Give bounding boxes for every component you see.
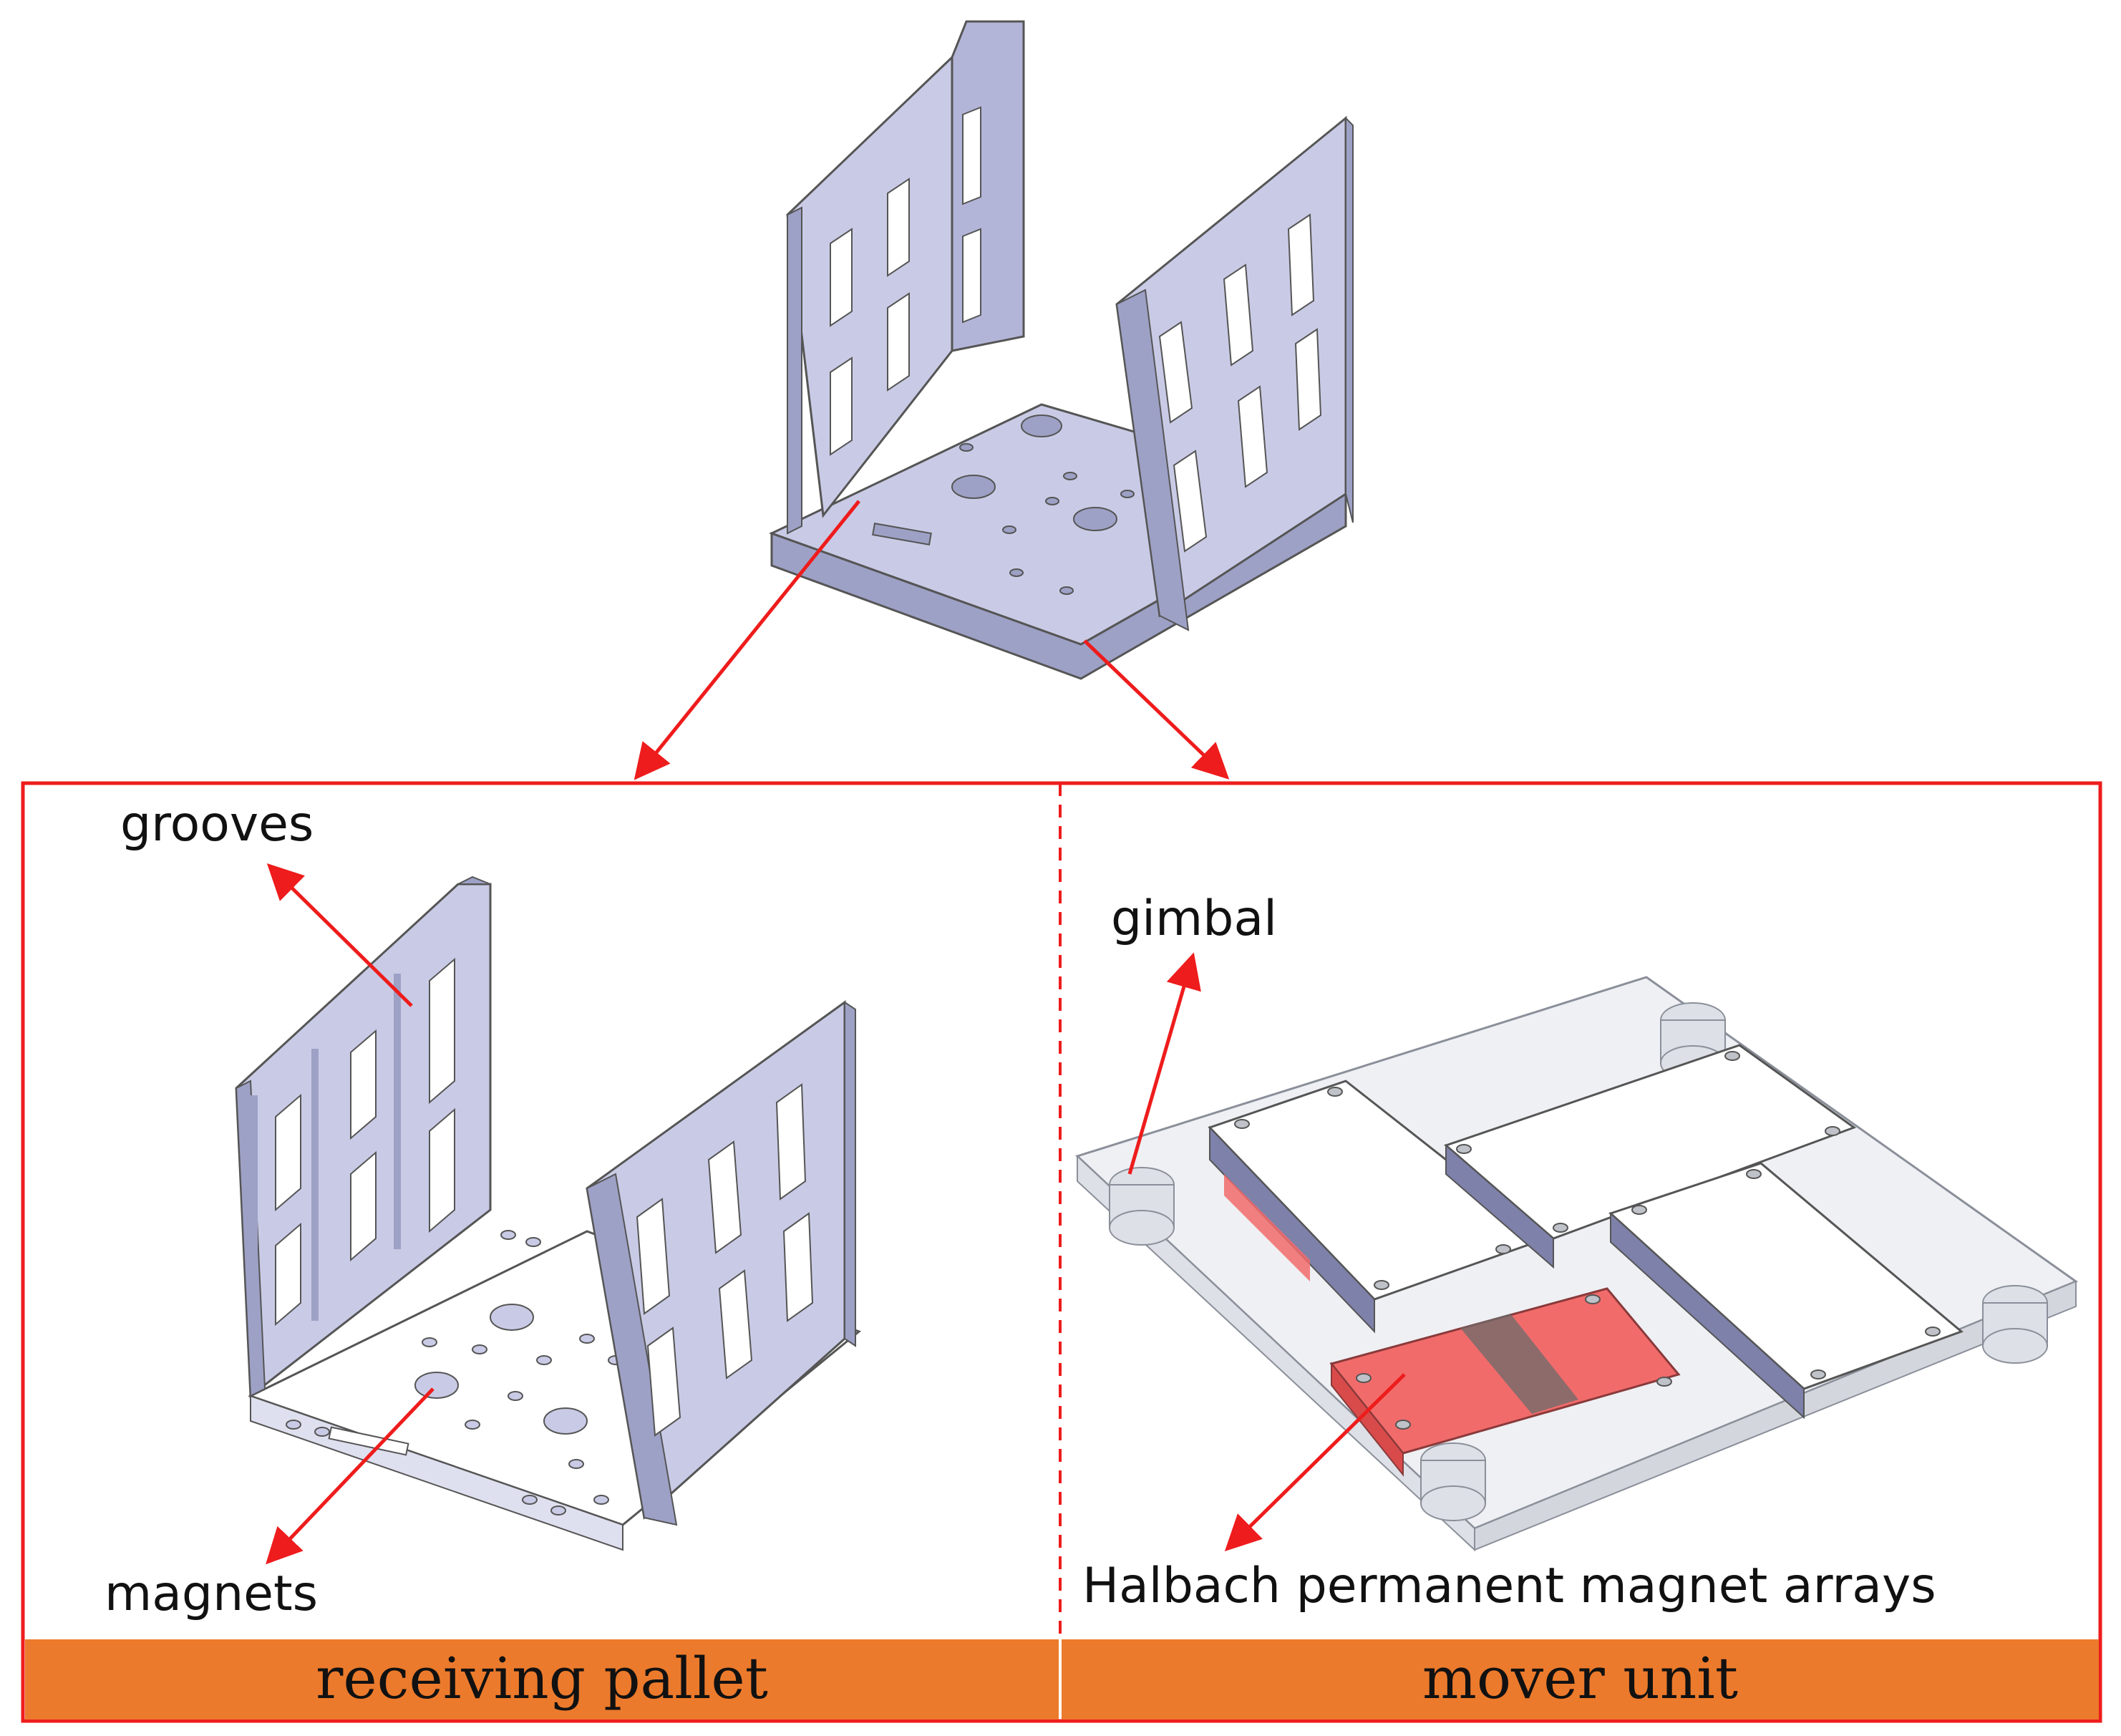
- gimbal-arrow: [1127, 952, 1201, 1175]
- mover-unit-title: mover unit: [1422, 1645, 1738, 1712]
- magnets-label: magnets: [105, 1566, 319, 1622]
- split-arrow-left: [634, 500, 860, 780]
- mover-unit-illustration: [1075, 976, 2079, 1552]
- receiving-pallet-illustration: [235, 876, 861, 1551]
- grooves-label: grooves: [120, 796, 314, 853]
- halbach-label: Halbach permanent magnet arrays: [1082, 1558, 1936, 1614]
- left-title-bar: [25, 1639, 1059, 1720]
- gimbal-label: gimbal: [1111, 891, 1278, 947]
- grooves-arrow: [266, 863, 413, 1007]
- receiving-pallet-title: receiving pallet: [316, 1645, 768, 1712]
- magnets-arrow: [266, 1387, 435, 1565]
- right-title-bar: [1062, 1639, 2099, 1720]
- halbach-arrow: [1224, 1373, 1406, 1552]
- split-arrow-right: [1083, 639, 1230, 780]
- assembled-pallet-illustration: [769, 20, 1354, 680]
